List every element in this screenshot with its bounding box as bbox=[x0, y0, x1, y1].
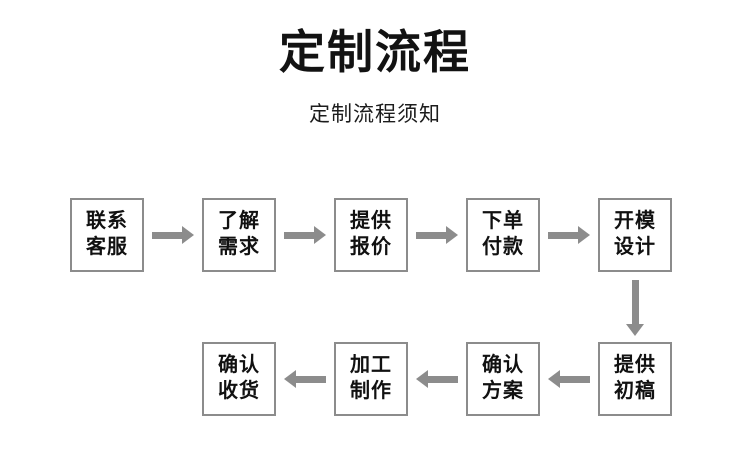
flow-node-line-2: 方案 bbox=[482, 380, 524, 402]
arrow-head-left-icon bbox=[416, 370, 428, 388]
flow-node-understand-needs[interactable]: 了解 需求 bbox=[202, 198, 276, 272]
arrow-shaft bbox=[416, 231, 446, 239]
flow-node-mold-design[interactable]: 开模 设计 bbox=[598, 198, 672, 272]
flow-node-line-2: 收货 bbox=[218, 380, 260, 402]
flow-node-line-2: 制作 bbox=[350, 380, 392, 402]
flow-node-line-2: 客服 bbox=[86, 236, 128, 258]
flow-node-line-1: 确认 bbox=[218, 354, 260, 377]
flow-node-line-1: 提供 bbox=[614, 354, 656, 377]
flow-node-line-1: 开模 bbox=[614, 210, 656, 233]
flow-node-line-2: 初稿 bbox=[614, 380, 656, 402]
flow-node-confirm-plan[interactable]: 确认 方案 bbox=[466, 342, 540, 416]
arrow-shaft bbox=[548, 231, 578, 239]
arrow-shaft bbox=[296, 375, 326, 383]
flow-node-provide-quote[interactable]: 提供 报价 bbox=[334, 198, 408, 272]
arrow-mold-to-draft bbox=[626, 280, 644, 336]
arrow-confirm-plan-to-production bbox=[416, 370, 458, 388]
arrow-production-to-confirm-receipt bbox=[284, 370, 326, 388]
arrow-shaft bbox=[560, 375, 590, 383]
flow-node-order-payment[interactable]: 下单 付款 bbox=[466, 198, 540, 272]
flow-node-line-1: 加工 bbox=[350, 354, 392, 377]
arrow-head-down-icon bbox=[626, 324, 644, 336]
flow-node-line-1: 了解 bbox=[218, 210, 260, 233]
arrow-understand-to-quote bbox=[284, 226, 326, 244]
flow-node-processing-production[interactable]: 加工 制作 bbox=[334, 342, 408, 416]
arrow-head-right-icon bbox=[446, 226, 458, 244]
page-subtitle: 定制流程须知 bbox=[309, 103, 441, 126]
arrow-shaft bbox=[631, 280, 639, 324]
arrow-head-left-icon bbox=[284, 370, 296, 388]
flow-node-line-2: 需求 bbox=[218, 236, 260, 258]
flow-node-confirm-receipt[interactable]: 确认 收货 bbox=[202, 342, 276, 416]
arrow-shaft bbox=[284, 231, 314, 239]
flow-node-line-1: 下单 bbox=[482, 210, 524, 233]
arrow-shaft bbox=[152, 231, 182, 239]
flow-node-line-2: 设计 bbox=[614, 236, 656, 258]
arrow-head-right-icon bbox=[578, 226, 590, 244]
arrow-head-left-icon bbox=[548, 370, 560, 388]
arrow-head-right-icon bbox=[314, 226, 326, 244]
flow-node-line-2: 付款 bbox=[482, 236, 524, 258]
flow-node-line-1: 确认 bbox=[482, 354, 524, 377]
page-title: 定制流程 bbox=[279, 26, 471, 78]
arrow-order-to-mold bbox=[548, 226, 590, 244]
flow-node-provide-draft[interactable]: 提供 初稿 bbox=[598, 342, 672, 416]
flow-node-line-1: 联系 bbox=[86, 210, 128, 233]
arrow-quote-to-order bbox=[416, 226, 458, 244]
flow-node-contact-service[interactable]: 联系 客服 bbox=[70, 198, 144, 272]
flow-node-line-1: 提供 bbox=[350, 210, 392, 233]
arrow-draft-to-confirm-plan bbox=[548, 370, 590, 388]
flow-node-line-2: 报价 bbox=[350, 236, 392, 258]
arrow-head-right-icon bbox=[182, 226, 194, 244]
arrow-shaft bbox=[428, 375, 458, 383]
arrow-contact-to-understand bbox=[152, 226, 194, 244]
